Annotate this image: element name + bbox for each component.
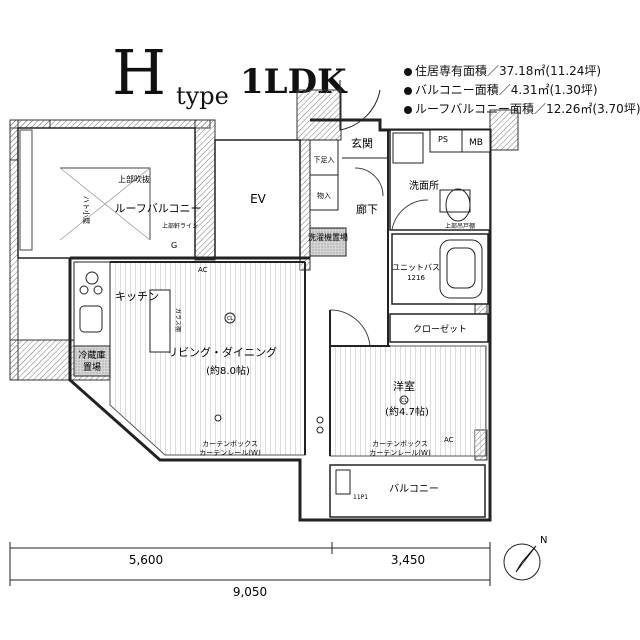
shoe-box-label: 下足入	[314, 156, 335, 164]
roof-balcony-area: 上部吹抜 ルーフバルコニー 上部軒ライン ハト小屋 G	[17, 127, 202, 259]
unit-bath-label: ユニットバス	[392, 263, 440, 272]
top-cabinet-label: 上部吊戸棚	[445, 222, 475, 230]
gas-mark: G	[171, 241, 177, 250]
fridge-label-2: 置場	[83, 361, 101, 373]
storage-label: 物入	[317, 191, 331, 200]
bullet-icon	[404, 67, 412, 76]
spec-label: 住居専有面積	[415, 64, 488, 78]
closet-area: クローゼット	[389, 313, 489, 343]
ac-label: AC	[198, 266, 208, 274]
unit-bath-area: ユニットバス 1216	[391, 233, 489, 305]
hut-label: ハト小屋	[82, 196, 91, 224]
dimension-total: 9,050	[233, 585, 267, 599]
dimension-right: 3,450	[391, 553, 425, 567]
type-letter: H	[112, 36, 167, 109]
closet-label: クローゼット	[413, 323, 467, 335]
entrance-label: 玄関	[351, 136, 373, 150]
spec-label: バルコニー面積	[415, 83, 499, 97]
glass-shelf-label: ガラス棚	[174, 308, 182, 332]
bedroom-label: 洋室	[393, 379, 415, 393]
entrance-corridor: 下足入 物入 玄関 廊下 洗濯機置場	[308, 80, 388, 257]
unit-bath-size: 1216	[407, 274, 425, 282]
ac-label: AC	[444, 436, 454, 444]
spec-row: 住居専有面積／37.18㎡(11.24坪)	[404, 62, 640, 81]
washroom-area: PS MB 洗面所 上部吊戸棚	[389, 129, 491, 231]
washroom-label: 洗面所	[409, 180, 439, 192]
compass-north-label: N	[540, 535, 547, 546]
curtain-box-label: カーテンボックス	[202, 440, 258, 448]
bullet-icon	[404, 105, 412, 114]
ev-label: EV	[250, 192, 267, 206]
fridge-label: 冷蔵庫	[78, 349, 105, 361]
roof-balcony-label: ルーフバルコニー	[114, 202, 201, 215]
spec-value: 4.31㎡(1.30坪)	[510, 83, 598, 97]
spec-value: 37.18㎡(11.24坪)	[499, 64, 602, 78]
bedroom-area: 洋室 CL (約4.7帖) カーテンボックス カーテンレール(W) AC	[316, 309, 487, 457]
ceiling-light-label: CL	[401, 398, 407, 404]
unit-outline	[68, 118, 492, 522]
laundry-label: 洗濯機置場	[308, 232, 348, 242]
ps-label: PS	[438, 135, 448, 144]
roof-cutout-label: 上部吹抜	[118, 174, 150, 184]
corridor-label: 廊下	[356, 202, 378, 216]
balcony-label: バルコニー	[389, 483, 439, 495]
elevator-area: EV	[214, 139, 301, 259]
curtain-rail-label: カーテンレール(W)	[199, 449, 261, 457]
dimension-left: 5,600	[129, 553, 163, 567]
curtain-rail-label: カーテンレール(W)	[369, 449, 431, 457]
kitchen-area: キッチン ガラス棚 冷蔵庫 置場	[73, 261, 182, 377]
compass-icon: N	[503, 535, 547, 581]
ceiling-light-label: CL	[227, 316, 233, 322]
area-spec-list: 住居専有面積／37.18㎡(11.24坪) バルコニー面積／4.31㎡(1.30…	[404, 62, 640, 119]
spec-value: 12.26㎡(3.70坪)	[546, 102, 640, 116]
spec-row: バルコニー面積／4.31㎡(1.30坪)	[404, 81, 640, 100]
curtain-box-label: カーテンボックス	[372, 440, 428, 448]
mb-label: MB	[469, 138, 483, 148]
dimension-lines: 5,600 3,450 9,050	[9, 542, 491, 599]
ratio-label: 11P1	[353, 494, 368, 501]
partition-walls	[109, 130, 389, 456]
kitchen-label: キッチン	[115, 290, 159, 303]
bullet-icon	[404, 86, 412, 95]
roof-eaves-label: 上部軒ライン	[162, 222, 198, 230]
balcony-area: 11P1 バルコニー	[329, 464, 486, 518]
living-size: (約8.0帖)	[206, 364, 250, 377]
bedroom-size: (約4.7帖)	[385, 405, 429, 418]
living-label: リビング・ダイニング	[167, 345, 277, 359]
type-word: type	[176, 82, 229, 110]
